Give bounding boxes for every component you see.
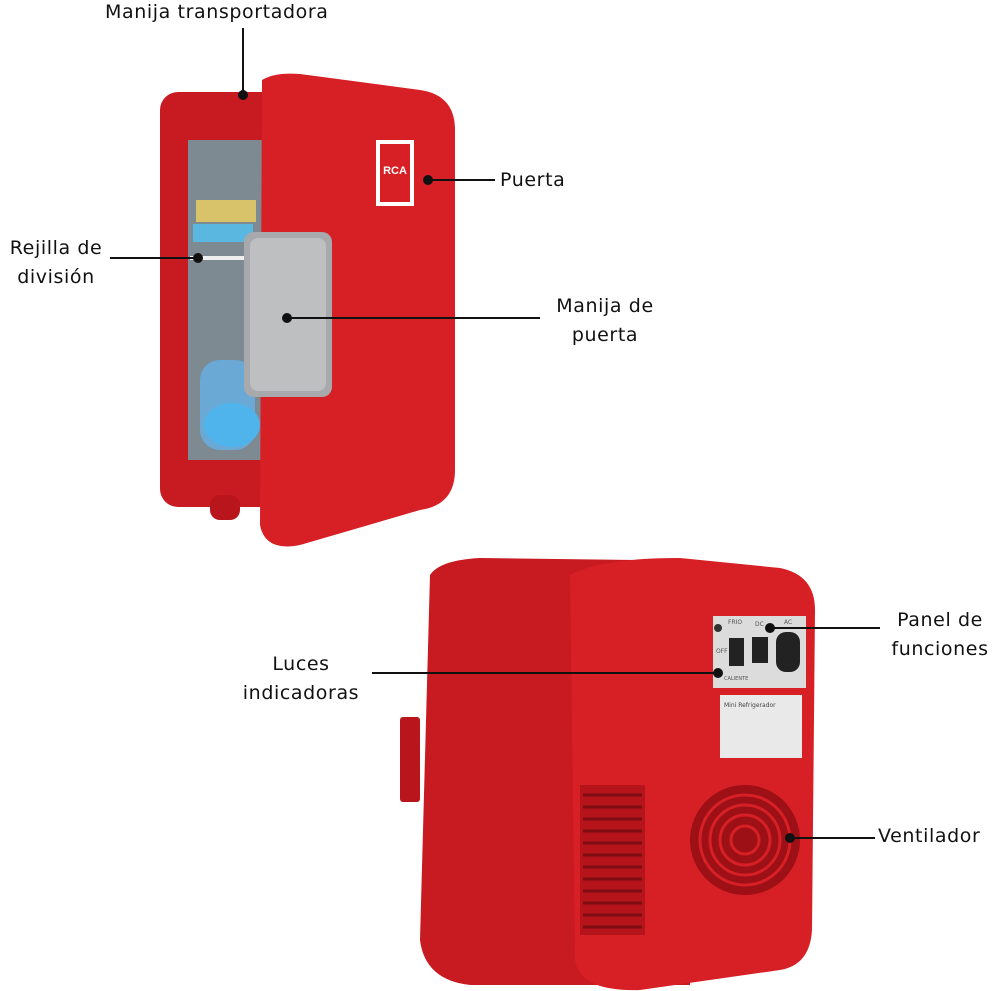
label-divider: Rejilla de división	[0, 234, 112, 292]
side-vents	[580, 785, 645, 935]
label-fan: Ventilador	[878, 825, 981, 847]
label-lights-line1: Luces	[272, 653, 330, 675]
label-door-handle-line1: Manija de	[556, 295, 654, 317]
label-panel-line2: funciones	[891, 638, 989, 660]
label-panel-line1: Panel de	[897, 609, 983, 631]
spec-label	[720, 695, 802, 758]
label-door-handle: Manija de puerta	[540, 292, 670, 350]
power-switch	[729, 638, 744, 666]
ac-port	[776, 632, 800, 672]
label-door-handle-line2: puerta	[571, 324, 639, 346]
dc-label: DC	[755, 621, 764, 628]
fan-grille	[690, 785, 800, 895]
label-lights-line2: indicadoras	[242, 682, 360, 704]
label-divider-line2: división	[17, 266, 95, 288]
back-fridge	[400, 558, 815, 991]
switch-caliente: CALIENTE	[724, 676, 749, 682]
label-divider-line1: Rejilla de	[9, 237, 103, 259]
leader-lines	[110, 28, 880, 843]
front-fridge	[160, 73, 455, 547]
label-door: Puerta	[500, 169, 566, 191]
switch-off: OFF	[716, 648, 728, 655]
ac-label: AC	[784, 619, 793, 626]
door	[260, 73, 455, 547]
label-lights: Luces indicadoras	[228, 650, 374, 708]
brand-text: RCA	[383, 165, 407, 177]
label-carry-handle: Manija transportadora	[105, 1, 329, 23]
rca-logo	[376, 140, 414, 206]
indicator-light	[714, 624, 722, 632]
label-panel: Panel de funciones	[880, 606, 1000, 664]
switch-frio: FRIO	[728, 619, 743, 626]
model-name: Mini Refrigerador	[724, 702, 776, 709]
dc-port	[752, 637, 768, 663]
